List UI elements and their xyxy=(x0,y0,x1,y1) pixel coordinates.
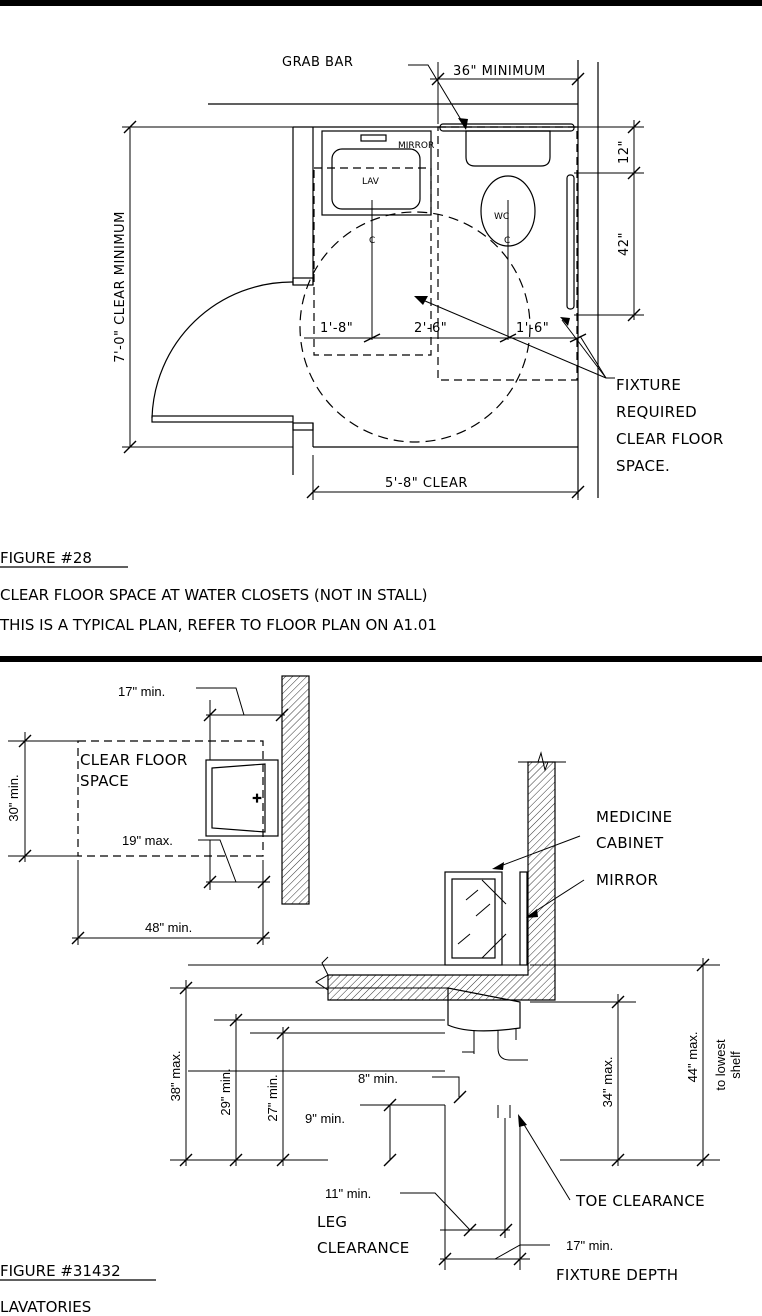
mirror-section xyxy=(519,871,528,966)
min-27-label: 27" min. xyxy=(265,1074,280,1121)
dim-1-6-label: 1'-6" xyxy=(516,321,549,336)
lav-clear-floor-space xyxy=(313,167,432,356)
figure-31432-caption-line1: LAVATORIES xyxy=(0,1298,91,1316)
plan-lavatory-counter xyxy=(205,759,279,837)
to-lowest-label: to lowest xyxy=(713,1039,728,1091)
figure-28-plan xyxy=(0,0,762,500)
mirror-plan xyxy=(360,134,387,142)
top-border-bar xyxy=(0,0,762,6)
lavatory-plan-labels: 17" min. CLEAR FLOOR SPACE 30" min. 19" … xyxy=(6,684,192,935)
water-closet-tank xyxy=(465,130,551,167)
dim-1-8-label: 1'-8" xyxy=(320,321,353,336)
lav-label: LAV xyxy=(362,177,380,187)
mirror-label: MIRROR xyxy=(398,141,434,151)
min-29-label: 29" min. xyxy=(218,1068,233,1115)
dim-12-label: 12" xyxy=(617,140,632,164)
max-34-label: 34" max. xyxy=(600,1057,615,1108)
turning-circle xyxy=(299,211,531,443)
plan-bowl-center-mark: + xyxy=(252,791,262,805)
figure-28-caption-line1: CLEAR FLOOR SPACE AT WATER CLOSETS (NOT … xyxy=(0,586,427,604)
min-48-label: 48" min. xyxy=(145,920,192,935)
fixture-label-line3: CLEAR FLOOR xyxy=(616,430,724,448)
medicine-label-line2: CABINET xyxy=(596,834,664,852)
lavatory-section-bowl xyxy=(447,987,521,1032)
fixture-label-line4: SPACE. xyxy=(616,457,670,475)
lavatory-basin xyxy=(331,148,421,210)
lavatory-plan-view: + xyxy=(8,675,310,945)
grab-bar-label: GRAB BAR xyxy=(282,55,353,70)
fixture-label-line1: FIXTURE xyxy=(616,376,681,394)
lavatory-section-view xyxy=(170,751,720,1270)
wc-clear-floor-space xyxy=(437,126,578,381)
min-9-label: 9" min. xyxy=(305,1111,345,1126)
max-19-label: 19" max. xyxy=(122,833,173,848)
lav-centerline-mark: C xyxy=(369,236,375,246)
trap-pipe xyxy=(497,1030,528,1061)
figure-28-title: FIGURE #28 xyxy=(0,549,92,567)
medicine-label-line1: MEDICINE xyxy=(596,808,672,826)
plan-wall-hatch xyxy=(281,675,310,905)
min-30-label: 30" min. xyxy=(6,774,21,821)
max-38-label: 38" max. xyxy=(168,1051,183,1102)
clear-minimum-label: 7'-0" CLEAR MINIMUM xyxy=(113,211,128,363)
medicine-cabinet xyxy=(444,871,503,966)
wc-centerline-mark: C xyxy=(504,236,510,246)
leg-clearance-line1: LEG xyxy=(317,1213,347,1231)
lavatory-section-labels: MEDICINE CABINET MIRROR 38" max. 29" min… xyxy=(168,808,743,1284)
clear-5-8-label: 5'-8" CLEAR xyxy=(385,476,468,491)
fixture-label-line2: REQUIRED xyxy=(616,403,697,421)
figure-28-caption-line2: THIS IS A TYPICAL PLAN, REFER TO FLOOR P… xyxy=(0,616,437,634)
dim-2-6-label: 2'-6" xyxy=(414,321,447,336)
min-36-label: 36" MINIMUM xyxy=(453,64,546,79)
toe-clearance-label: TOE CLEARANCE xyxy=(575,1192,705,1210)
figure-28-caption: FIGURE #28 CLEAR FLOOR SPACE AT WATER CL… xyxy=(0,549,437,634)
plan-lavatory-bowl xyxy=(211,763,266,833)
plan-clear-floor-space xyxy=(77,740,264,857)
clear-floor-label-line2: SPACE xyxy=(80,772,129,790)
clear-floor-label-line1: CLEAR FLOOR xyxy=(80,751,188,769)
min-11-label: 11" min. xyxy=(325,1186,371,1201)
fixture-depth-label: FIXTURE DEPTH xyxy=(556,1266,678,1284)
leg-clearance-line2: CLEARANCE xyxy=(317,1239,410,1257)
max-44-label: 44" max. xyxy=(685,1032,700,1083)
min-8-label: 8" min. xyxy=(358,1071,398,1086)
wc-label: WC xyxy=(494,212,509,222)
door-leaf xyxy=(151,415,294,423)
min-17-top-label: 17" min. xyxy=(118,684,165,699)
grab-bar-leader xyxy=(408,64,467,129)
section-wall-hatch xyxy=(327,761,556,1001)
grab-bar-side xyxy=(566,174,575,310)
shelf-label: shelf xyxy=(728,1051,743,1079)
section-divider-bar xyxy=(0,656,762,662)
figure-31432-title: FIGURE #31432 xyxy=(0,1262,121,1280)
figure-31432-caption: FIGURE #31432 LAVATORIES xyxy=(0,1262,156,1316)
dim-42-label: 42" xyxy=(617,232,632,256)
mirror-section-label: MIRROR xyxy=(596,871,658,889)
min-17-bottom-label: 17" min. xyxy=(566,1238,613,1253)
figure-28-labels: GRAB BAR 36" MINIMUM MIRROR LAV WC C C 1… xyxy=(113,55,724,491)
door-swing-arc xyxy=(151,281,294,419)
